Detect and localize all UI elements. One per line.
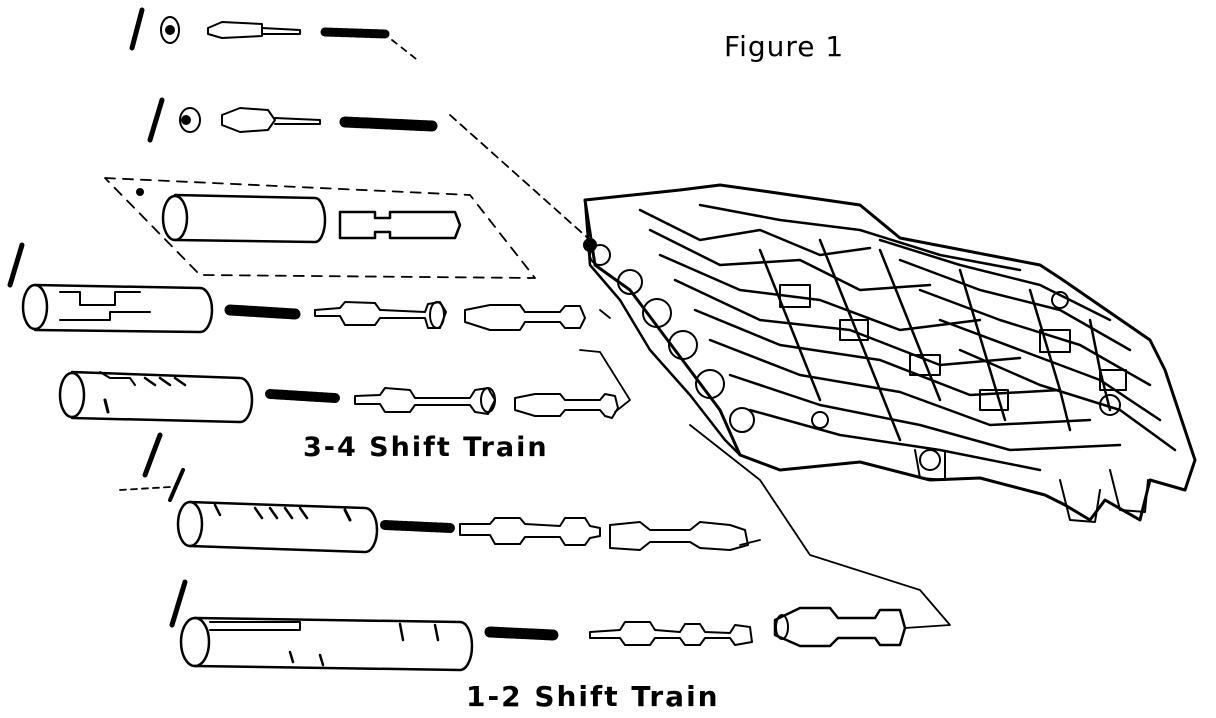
valve-body [584,185,1195,522]
row-2-parts [150,100,432,140]
row-6-parts [145,435,748,552]
row-4-parts [10,245,585,332]
valve-1 [208,22,262,38]
plug-1 [161,17,179,43]
label-3-4-shift-train: 3-4 Shift Train [303,432,549,463]
guide-lines [105,40,950,628]
row-1-parts [132,10,385,48]
spring-1 [325,32,385,34]
row-3-parts [137,189,460,242]
row-5-parts [60,372,618,422]
pin-1 [132,10,142,48]
figure-title: Figure 1 [724,30,845,63]
row-7-parts [172,582,905,670]
label-1-2-shift-train: 1-2 Shift Train [466,680,720,713]
